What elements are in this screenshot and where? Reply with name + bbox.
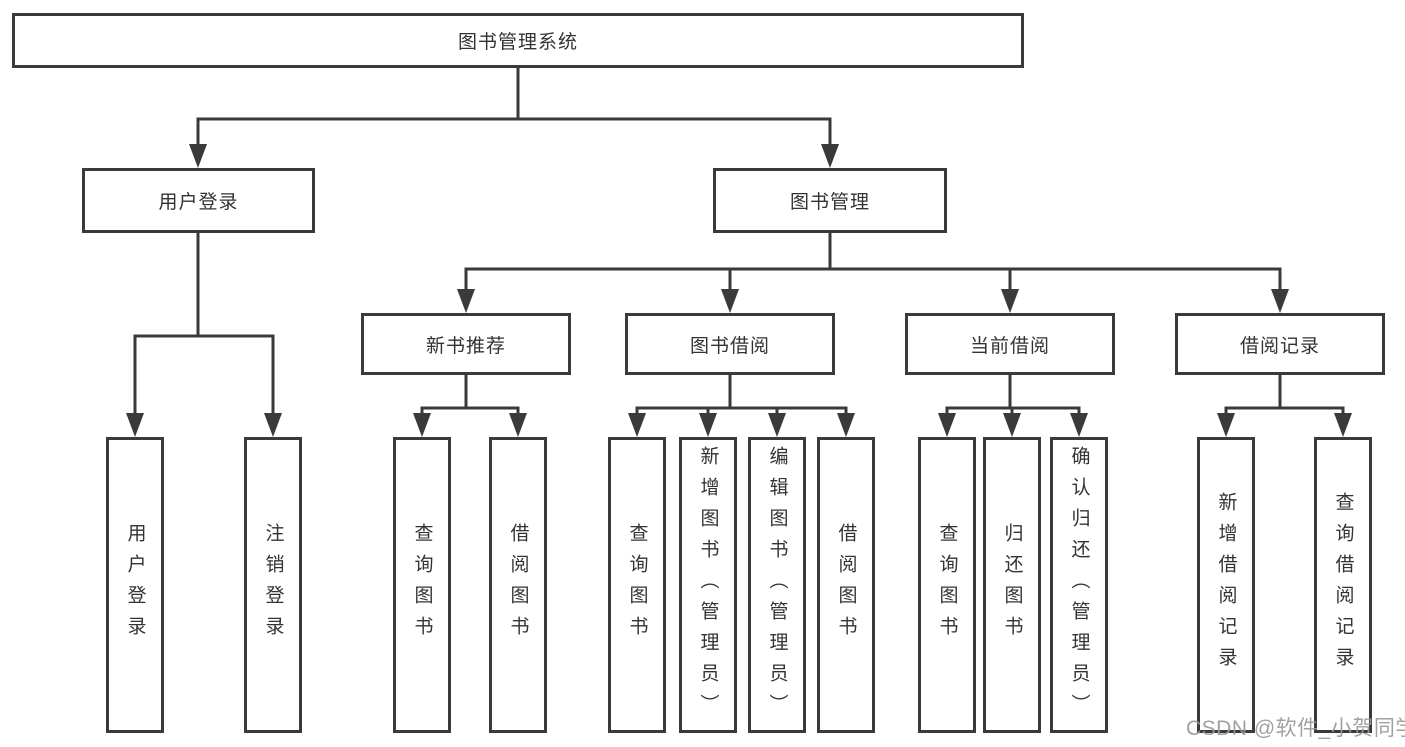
node-book-borrowing: 图书借阅	[625, 313, 835, 375]
node-query-books-current: 查询图书	[918, 437, 976, 733]
node-library-management-system: 图书管理系统	[12, 13, 1024, 68]
node-query-books-borrowing: 查询图书	[608, 437, 666, 733]
node-book-management-branch: 图书管理	[713, 168, 947, 233]
node-user-login-leaf: 用户登录	[106, 437, 164, 733]
watermark: CSDN @软件_小贺同学	[1186, 717, 1405, 740]
node-user-login-branch: 用户登录	[82, 168, 315, 233]
node-borrowing-records: 借阅记录	[1175, 313, 1385, 375]
node-return-books: 归还图书	[983, 437, 1041, 733]
node-query-borrow-record: 查询借阅记录	[1314, 437, 1372, 733]
node-edit-books-admin: 编辑图书（管理员）	[748, 437, 806, 733]
node-add-books-admin: 新增图书（管理员）	[679, 437, 737, 733]
node-add-borrow-record: 新增借阅记录	[1197, 437, 1255, 733]
node-logout-leaf: 注销登录	[244, 437, 302, 733]
node-confirm-return-admin: 确认归还（管理员）	[1050, 437, 1108, 733]
node-current-borrowing: 当前借阅	[905, 313, 1115, 375]
node-borrow-books-recommend: 借阅图书	[489, 437, 547, 733]
node-new-book-recommendation: 新书推荐	[361, 313, 571, 375]
node-query-books-recommend: 查询图书	[393, 437, 451, 733]
node-borrow-books-borrowing: 借阅图书	[817, 437, 875, 733]
